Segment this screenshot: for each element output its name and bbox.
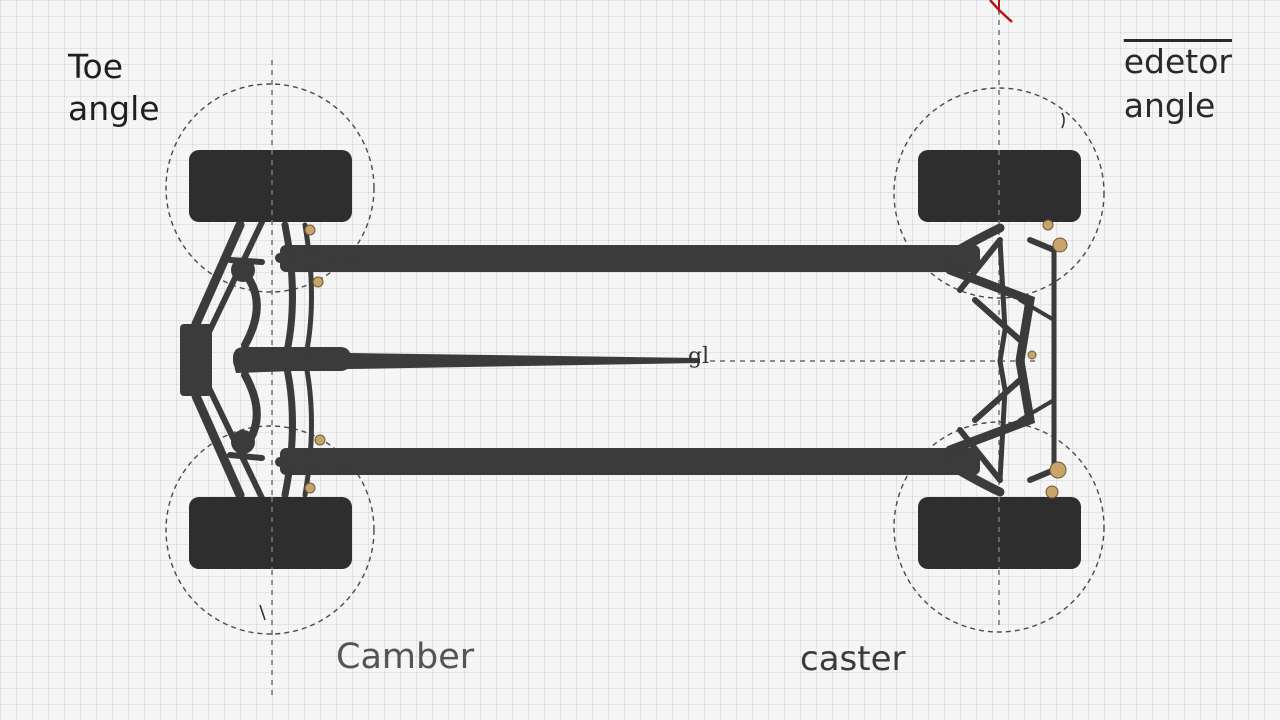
- right-suspension: [940, 223, 1057, 497]
- editor-label-line2: angle: [1123, 86, 1216, 125]
- rear-left-tire: [189, 497, 352, 569]
- center-mark-label: gl: [688, 344, 710, 369]
- rear-right-tire: [918, 497, 1081, 569]
- right-top-tick-mark: [1061, 112, 1065, 129]
- front-right-wheel-circle: [893, 87, 1105, 299]
- upper-frame-rail: [280, 245, 980, 272]
- toe-label-line2: angle: [68, 89, 160, 128]
- front-left-tire: [189, 150, 352, 222]
- left-bottom-tick-mark: [259, 604, 266, 621]
- front-right-tire: [918, 150, 1081, 222]
- bolt-fittings: [304, 219, 1068, 499]
- caster-label: caster: [800, 639, 906, 679]
- rear-right-wheel-circle: [893, 421, 1105, 633]
- left-suspension: [180, 219, 365, 501]
- camber-label: Camber: [336, 637, 475, 677]
- lower-frame-rail: [280, 448, 980, 475]
- top-arrow-icon: [989, 0, 1013, 23]
- rear-left-wheel-circle: [165, 425, 375, 635]
- editor-angle-label: edetor angle: [1124, 40, 1232, 128]
- editor-label-line1: edetor: [1123, 42, 1232, 81]
- toe-label-line1: Toe: [68, 47, 124, 86]
- toe-angle-label: Toe angle: [68, 46, 160, 130]
- front-left-wheel-circle: [165, 83, 375, 293]
